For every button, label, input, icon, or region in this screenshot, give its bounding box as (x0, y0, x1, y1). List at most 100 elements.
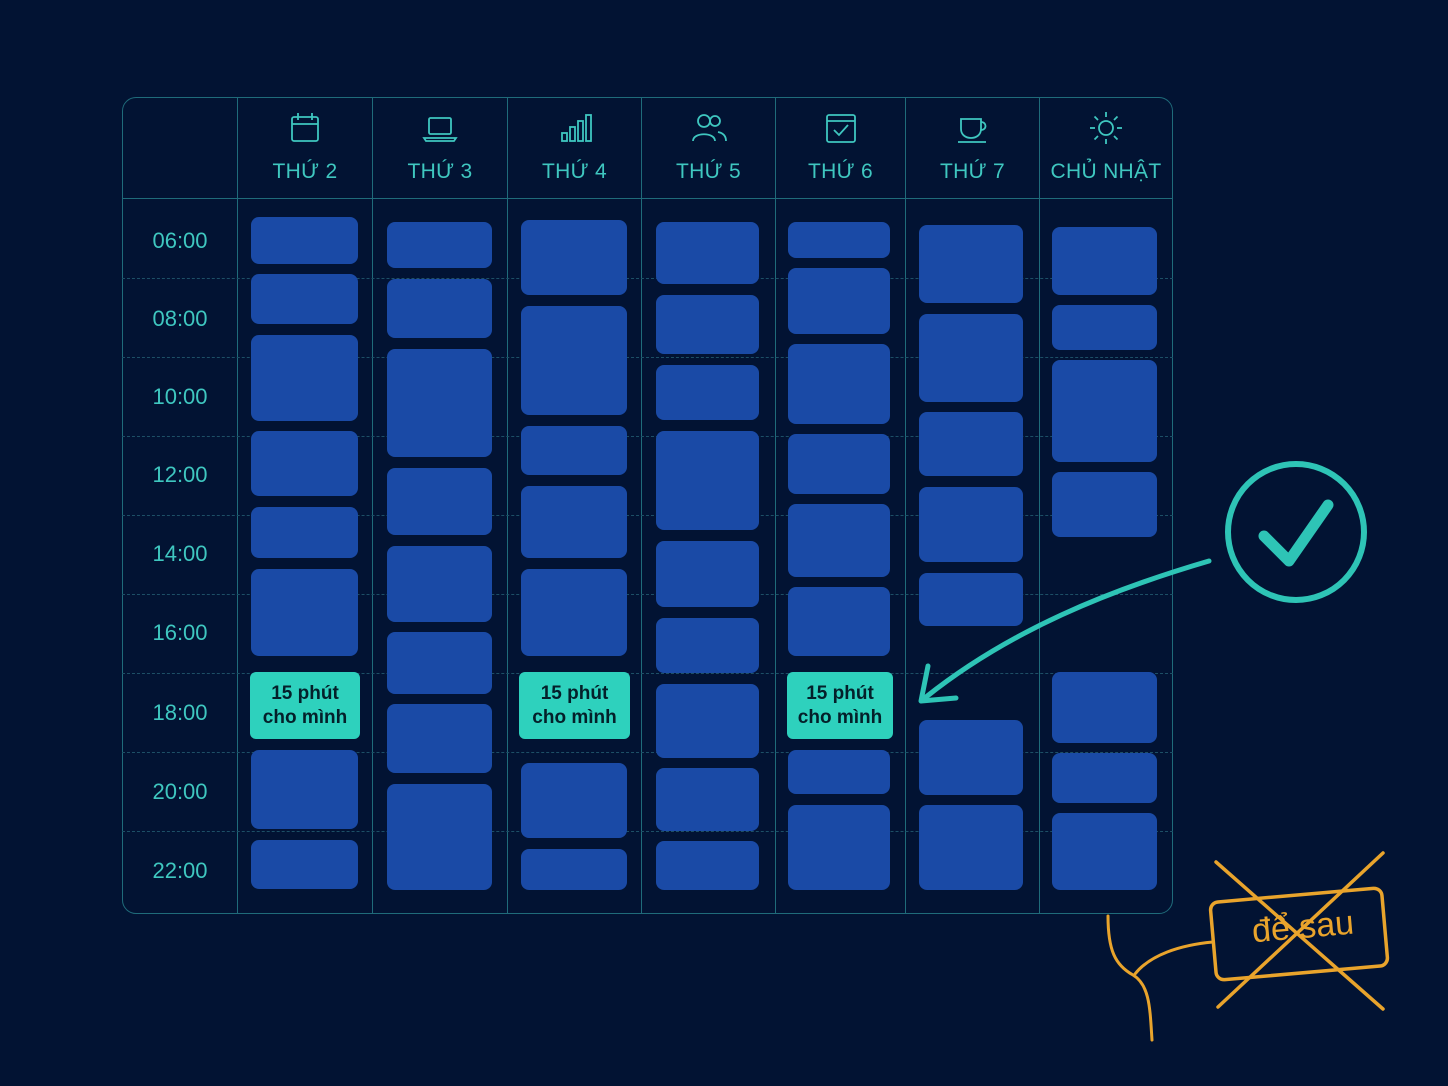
column-divider (775, 97, 776, 914)
column-divider (641, 97, 642, 914)
me-time-line1: 15 phút (540, 682, 609, 704)
event-block[interactable] (656, 365, 759, 420)
event-block[interactable] (656, 295, 759, 354)
event-block[interactable] (521, 486, 627, 558)
time-label: 20:00 (152, 779, 208, 804)
column-divider (237, 97, 238, 914)
event-block[interactable] (1052, 753, 1157, 803)
event-block[interactable] (656, 222, 759, 284)
event-block[interactable] (1052, 813, 1157, 890)
me-time-line1: 15 phút (271, 682, 339, 704)
event-block[interactable] (251, 335, 358, 421)
event-block[interactable] (788, 268, 890, 334)
event-block[interactable] (387, 349, 492, 457)
event-block[interactable] (251, 217, 358, 264)
time-label: 16:00 (152, 620, 208, 645)
event-block[interactable] (788, 587, 890, 656)
event-block[interactable] (251, 840, 358, 889)
time-divider (122, 357, 1173, 358)
string-icon (1106, 914, 1215, 1042)
event-block[interactable] (387, 468, 492, 535)
check-circle-icon (1225, 461, 1367, 603)
people-icon (691, 114, 727, 142)
event-block[interactable] (919, 720, 1023, 795)
me-time-line1: 15 phút (806, 682, 874, 704)
time-divider (122, 673, 1173, 674)
event-block[interactable] (521, 426, 627, 475)
day-label: THỨ 6 (808, 160, 873, 183)
event-block[interactable] (521, 763, 627, 838)
event-block[interactable] (919, 487, 1023, 562)
event-block[interactable] (387, 222, 492, 268)
event-block[interactable] (656, 684, 759, 758)
time-divider (122, 752, 1173, 753)
me-time-block[interactable]: 15 phút cho mình (787, 672, 893, 739)
event-block[interactable] (1052, 227, 1157, 295)
event-block[interactable] (251, 569, 358, 656)
coffee-cup-icon (957, 118, 986, 143)
event-block[interactable] (656, 431, 759, 530)
day-header-fri: THỨ 6 (777, 110, 904, 192)
me-time-block[interactable]: 15 phút cho mình (250, 672, 360, 739)
time-divider (122, 515, 1173, 516)
column-divider (372, 97, 373, 914)
day-label: CHỦ NHẬT (1050, 160, 1162, 183)
event-block[interactable] (919, 225, 1023, 303)
event-block[interactable] (919, 805, 1023, 890)
event-block[interactable] (387, 546, 492, 622)
column-divider (1039, 97, 1040, 914)
day-header-mon: THỨ 2 (239, 110, 371, 192)
event-block[interactable] (788, 222, 890, 258)
event-block[interactable] (521, 306, 627, 415)
event-block[interactable] (521, 569, 627, 656)
event-block[interactable] (521, 220, 627, 295)
schedule-frame (122, 97, 1173, 914)
day-header-wed: THỨ 4 (509, 110, 640, 192)
me-time-block[interactable]: 15 phút cho mình (519, 672, 630, 739)
day-header-tue: THỨ 3 (374, 110, 506, 192)
event-block[interactable] (919, 412, 1023, 476)
day-label: THỨ 2 (272, 160, 338, 183)
event-block[interactable] (1052, 472, 1157, 537)
event-block[interactable] (251, 507, 358, 558)
event-block[interactable] (387, 704, 492, 773)
event-block[interactable] (251, 750, 358, 829)
day-header-thu: THỨ 5 (643, 110, 774, 192)
time-divider (122, 278, 1173, 279)
event-block[interactable] (656, 618, 759, 673)
me-time-line2: cho mình (262, 706, 348, 728)
event-block[interactable] (387, 279, 492, 338)
arrow-icon (918, 558, 1212, 704)
day-label: THỨ 3 (407, 160, 473, 183)
event-block[interactable] (656, 841, 759, 890)
event-block[interactable] (919, 314, 1023, 402)
time-label: 12:00 (152, 462, 208, 487)
event-block[interactable] (788, 344, 890, 424)
event-block[interactable] (387, 784, 492, 890)
day-label: THỨ 5 (676, 160, 741, 183)
event-block[interactable] (656, 541, 759, 607)
time-label: 10:00 (152, 384, 208, 409)
event-block[interactable] (788, 504, 890, 577)
event-block[interactable] (919, 573, 1023, 626)
cross-out-icon (1214, 851, 1385, 1011)
day-header-sun: CHỦ NHẬT (1041, 110, 1171, 192)
event-block[interactable] (788, 434, 890, 494)
event-block[interactable] (1052, 360, 1157, 462)
time-divider (122, 831, 1173, 832)
event-block[interactable] (788, 750, 890, 794)
event-block[interactable] (1052, 672, 1157, 743)
event-block[interactable] (656, 768, 759, 831)
day-label: THỨ 4 (542, 160, 607, 183)
day-label: THỨ 7 (940, 160, 1005, 183)
later-tag-icon (1208, 886, 1390, 982)
event-block[interactable] (387, 632, 492, 694)
event-block[interactable] (251, 431, 358, 496)
me-time-line2: cho mình (797, 706, 883, 728)
event-block[interactable] (521, 849, 627, 890)
day-header-sat: THỨ 7 (907, 110, 1038, 192)
event-block[interactable] (251, 274, 358, 324)
event-block[interactable] (788, 805, 890, 890)
event-block[interactable] (1052, 305, 1157, 350)
